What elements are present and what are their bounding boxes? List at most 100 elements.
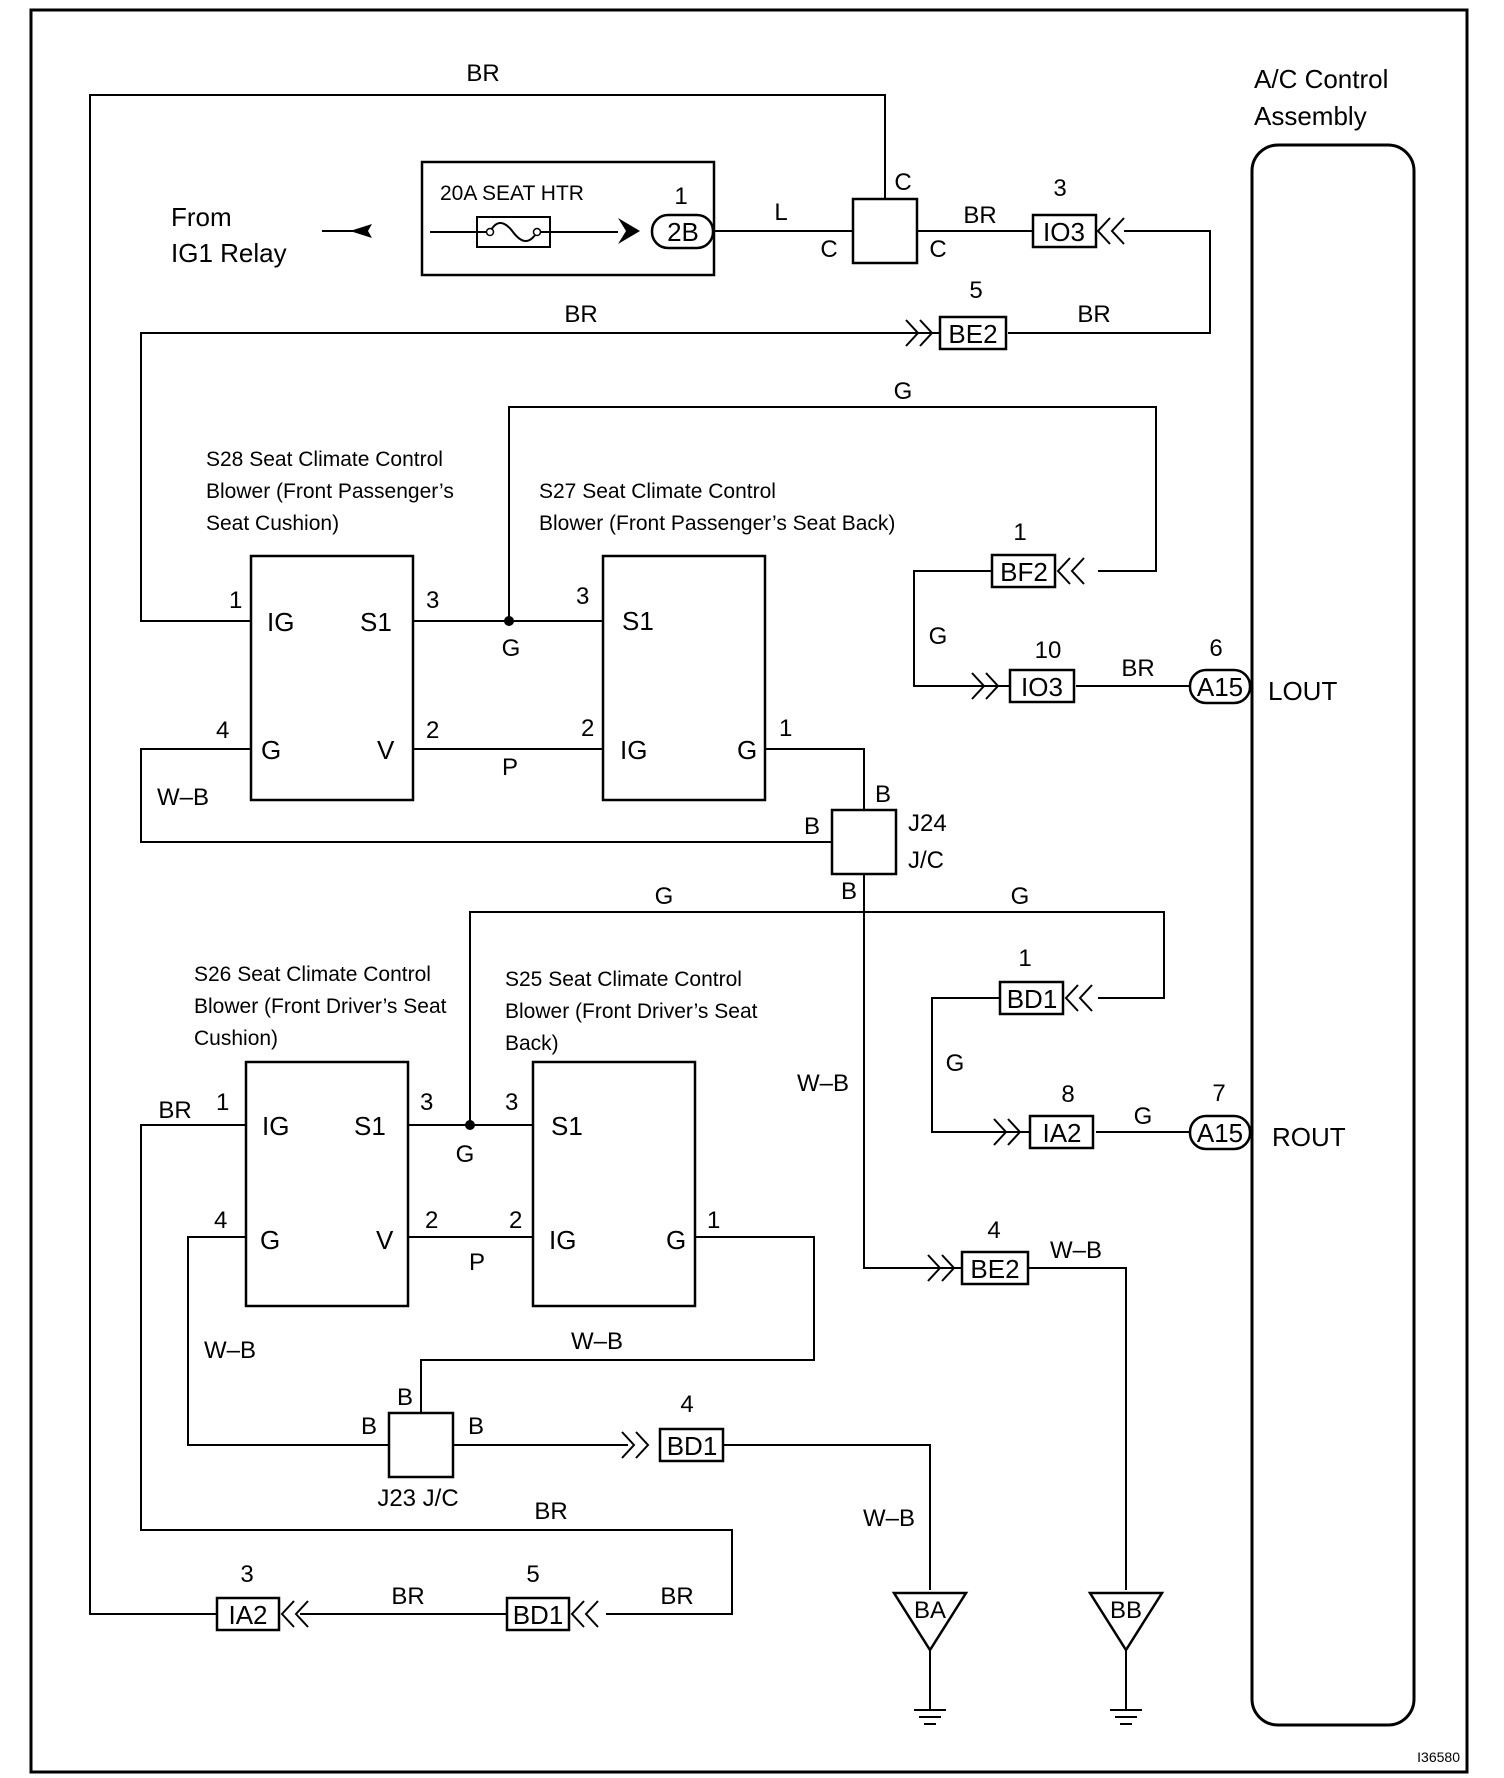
wire-label: BR bbox=[466, 60, 499, 87]
j23-name: J23 J/C bbox=[377, 1485, 458, 1512]
junction-j23: B B B J23 J/C bbox=[361, 1384, 484, 1512]
wire-label: W–B bbox=[157, 784, 209, 811]
wire-label: W–B bbox=[1050, 1237, 1102, 1264]
connector-io3-lower: IO3 10 bbox=[971, 637, 1076, 704]
s28-term-s1: S1 bbox=[360, 607, 392, 637]
s26-title-line2: Blower (Front Driver’s Seat bbox=[194, 995, 447, 1018]
junction-top-box bbox=[851, 197, 919, 265]
blower-s27: S27 Seat Climate Control Blower (Front P… bbox=[539, 480, 895, 802]
wire-label: BR bbox=[564, 301, 597, 328]
wire-label: BR bbox=[534, 1498, 567, 1525]
wire-label: W–B bbox=[797, 1070, 849, 1097]
blower-s28: S28 Seat Climate Control Blower (Front P… bbox=[206, 448, 454, 802]
conn-bd1-upper-code: BD1 bbox=[1007, 984, 1058, 1014]
conn-bd1-upper-pin: 1 bbox=[1018, 945, 1031, 972]
wire-label: W–B bbox=[571, 1328, 623, 1355]
blower-s25: S25 Seat Climate Control Blower (Front D… bbox=[505, 968, 758, 1308]
j24-sub: J/C bbox=[908, 847, 944, 874]
j23-pin-right: B bbox=[468, 1413, 484, 1440]
conn-2b-pin: 1 bbox=[674, 183, 687, 210]
chevrons-left-icon bbox=[280, 1600, 309, 1628]
fuse-terminal-right bbox=[532, 227, 542, 237]
s25-title-line3: Back) bbox=[505, 1032, 559, 1055]
connector-be2-lower: BE2 4 bbox=[927, 1217, 1030, 1286]
s25-term-g: G bbox=[666, 1225, 686, 1255]
conn-be2-lower-pin: 4 bbox=[987, 1217, 1000, 1244]
wire-label: BR bbox=[158, 1097, 191, 1124]
junction-j24: B B B J24 J/C bbox=[804, 781, 947, 905]
conn-bd1-bottom-code: BD1 bbox=[513, 1600, 564, 1630]
connector-bd1-bottom: BD1 5 bbox=[505, 1561, 599, 1632]
wire-label: BR bbox=[391, 1583, 424, 1610]
conn-a15-rout-pin: 7 bbox=[1212, 1080, 1225, 1107]
diagram-frame bbox=[29, 8, 1469, 1774]
junction-top-pin-left: C bbox=[820, 236, 837, 263]
chevrons-left-icon bbox=[570, 1600, 599, 1628]
conn-be2-top-pin: 5 bbox=[969, 277, 982, 304]
j24-pin-left: B bbox=[804, 813, 820, 840]
ground-ba-triangle bbox=[891, 1591, 969, 1653]
s27-title-line1: S27 Seat Climate Control bbox=[539, 480, 776, 503]
wire-label: BR bbox=[1077, 301, 1110, 328]
source-line1: From bbox=[171, 202, 232, 232]
s27-title-line2: Blower (Front Passenger’s Seat Back) bbox=[539, 512, 895, 535]
connector-ia2-mid: IA2 8 bbox=[993, 1081, 1095, 1150]
s28-title-line2: Blower (Front Passenger’s bbox=[206, 480, 454, 503]
conn-a15-lout-pin: 6 bbox=[1209, 635, 1222, 662]
s25-pin-3: 3 bbox=[505, 1089, 518, 1116]
j24-pin-top: B bbox=[875, 781, 891, 808]
s25-title-line2: Blower (Front Driver’s Seat bbox=[505, 1000, 758, 1023]
source-line2: IG1 Relay bbox=[171, 238, 287, 268]
s28-term-ig: IG bbox=[267, 607, 294, 637]
wire-label: G bbox=[655, 883, 674, 910]
s26-term-v: V bbox=[376, 1225, 394, 1255]
wire-label: P bbox=[469, 1249, 485, 1276]
conn-be2-top-code: BE2 bbox=[948, 319, 997, 349]
chevrons-right-icon bbox=[621, 1431, 650, 1459]
s26-term-g: G bbox=[260, 1225, 280, 1255]
connector-bf2: BF2 1 bbox=[990, 519, 1085, 589]
wire-label: G bbox=[1134, 1103, 1153, 1130]
ground-ba-icon bbox=[914, 1709, 946, 1725]
s25-title-line1: S25 Seat Climate Control bbox=[505, 968, 742, 991]
ground-ba: BA bbox=[891, 1591, 969, 1725]
wire-labels: BR L BR BR BR G G G BR P W–B G G G G W–B… bbox=[157, 60, 1155, 1610]
wires bbox=[89, 94, 1211, 1710]
s25-body bbox=[531, 1060, 697, 1308]
connector-bd1-upper: BD1 1 bbox=[998, 945, 1093, 1016]
ground-bb-triangle bbox=[1087, 1591, 1165, 1653]
rout-terminal: ROUT bbox=[1272, 1122, 1346, 1152]
chevrons-right-icon bbox=[971, 672, 1000, 700]
wire-label: G bbox=[502, 635, 521, 662]
s28-term-v: V bbox=[377, 735, 395, 765]
s26-term-s1: S1 bbox=[354, 1111, 386, 1141]
s27-pin-3: 3 bbox=[576, 583, 589, 610]
s28-pin-2: 2 bbox=[426, 717, 439, 744]
conn-io3-top-pin: 3 bbox=[1053, 175, 1066, 202]
s28-title-line3: Seat Cushion) bbox=[206, 512, 339, 535]
conn-io3-lower-code: IO3 bbox=[1021, 672, 1063, 702]
chevrons-left-icon bbox=[1056, 557, 1085, 585]
conn-ia2-mid-code: IA2 bbox=[1042, 1118, 1081, 1148]
ground-bb-icon bbox=[1110, 1709, 1142, 1725]
chevrons-right-icon bbox=[905, 319, 934, 347]
wire-label: BR bbox=[660, 1583, 693, 1610]
lout-terminal: LOUT bbox=[1268, 676, 1337, 706]
s25-term-s1: S1 bbox=[551, 1111, 583, 1141]
s27-body bbox=[601, 554, 767, 802]
connector-io3-top: IO3 3 bbox=[1031, 175, 1125, 249]
s28-pin-4: 4 bbox=[216, 717, 229, 744]
splice-dot-g-upper bbox=[504, 616, 514, 626]
ground-bb: BB bbox=[1087, 1591, 1165, 1725]
j23-box bbox=[387, 1411, 455, 1479]
conn-be2-lower-code: BE2 bbox=[970, 1254, 1019, 1284]
assembly-box bbox=[1250, 143, 1416, 1727]
connector-ia2-bottom: IA2 3 bbox=[215, 1561, 309, 1632]
chevrons-right-icon bbox=[927, 1254, 956, 1282]
junction-top: C C C bbox=[820, 169, 947, 265]
s27-term-s1: S1 bbox=[622, 606, 654, 636]
conn-ia2-mid-pin: 8 bbox=[1061, 1081, 1074, 1108]
wire-label: G bbox=[894, 378, 913, 405]
conn-a15-lout-code: A15 bbox=[1197, 672, 1243, 702]
